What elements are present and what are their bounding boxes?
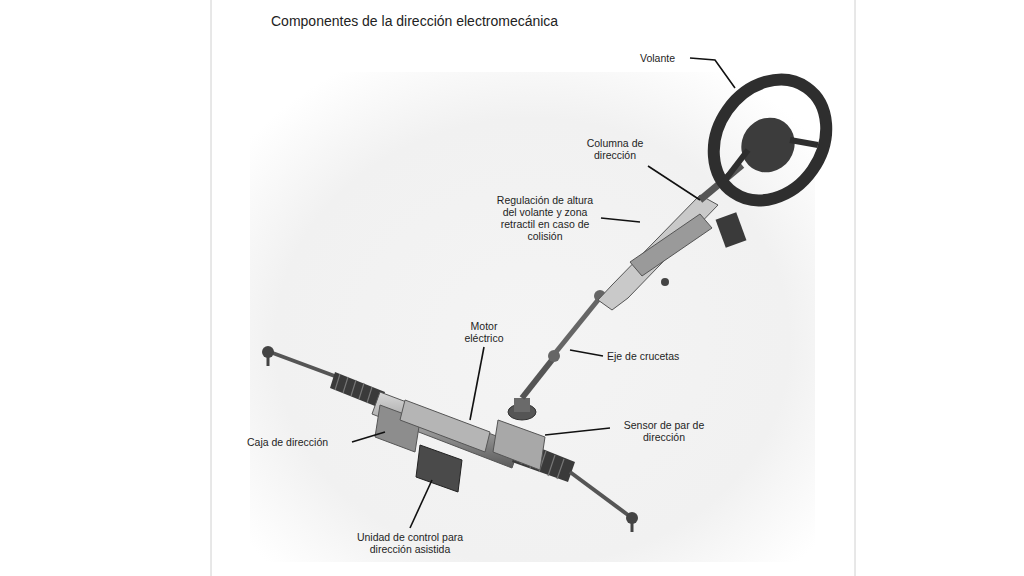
part-label: Volante bbox=[640, 52, 690, 64]
torque-sensor bbox=[493, 398, 545, 470]
photo-ground bbox=[250, 72, 815, 562]
page-edge bbox=[211, 0, 212, 576]
part-label: Eje de crucetas bbox=[607, 350, 717, 362]
universal-shaft bbox=[522, 290, 606, 398]
part-label: Caja de dirección bbox=[247, 436, 352, 448]
steering-wheel bbox=[691, 58, 850, 223]
part-label: Motor eléctrico bbox=[455, 320, 513, 344]
control-unit bbox=[416, 445, 462, 492]
electric-motor bbox=[400, 400, 490, 452]
part-label: Columna de dirección bbox=[575, 137, 655, 161]
part-label: Regulación de altura del volante y zona … bbox=[490, 194, 600, 242]
leader-lines bbox=[352, 58, 735, 528]
diagram-title: Componentes de la dirección electromecán… bbox=[271, 13, 558, 29]
part-label: Unidad de control para dirección asistid… bbox=[340, 531, 480, 555]
page-edge bbox=[855, 0, 856, 576]
part-label: Sensor de par de dirección bbox=[614, 419, 714, 443]
